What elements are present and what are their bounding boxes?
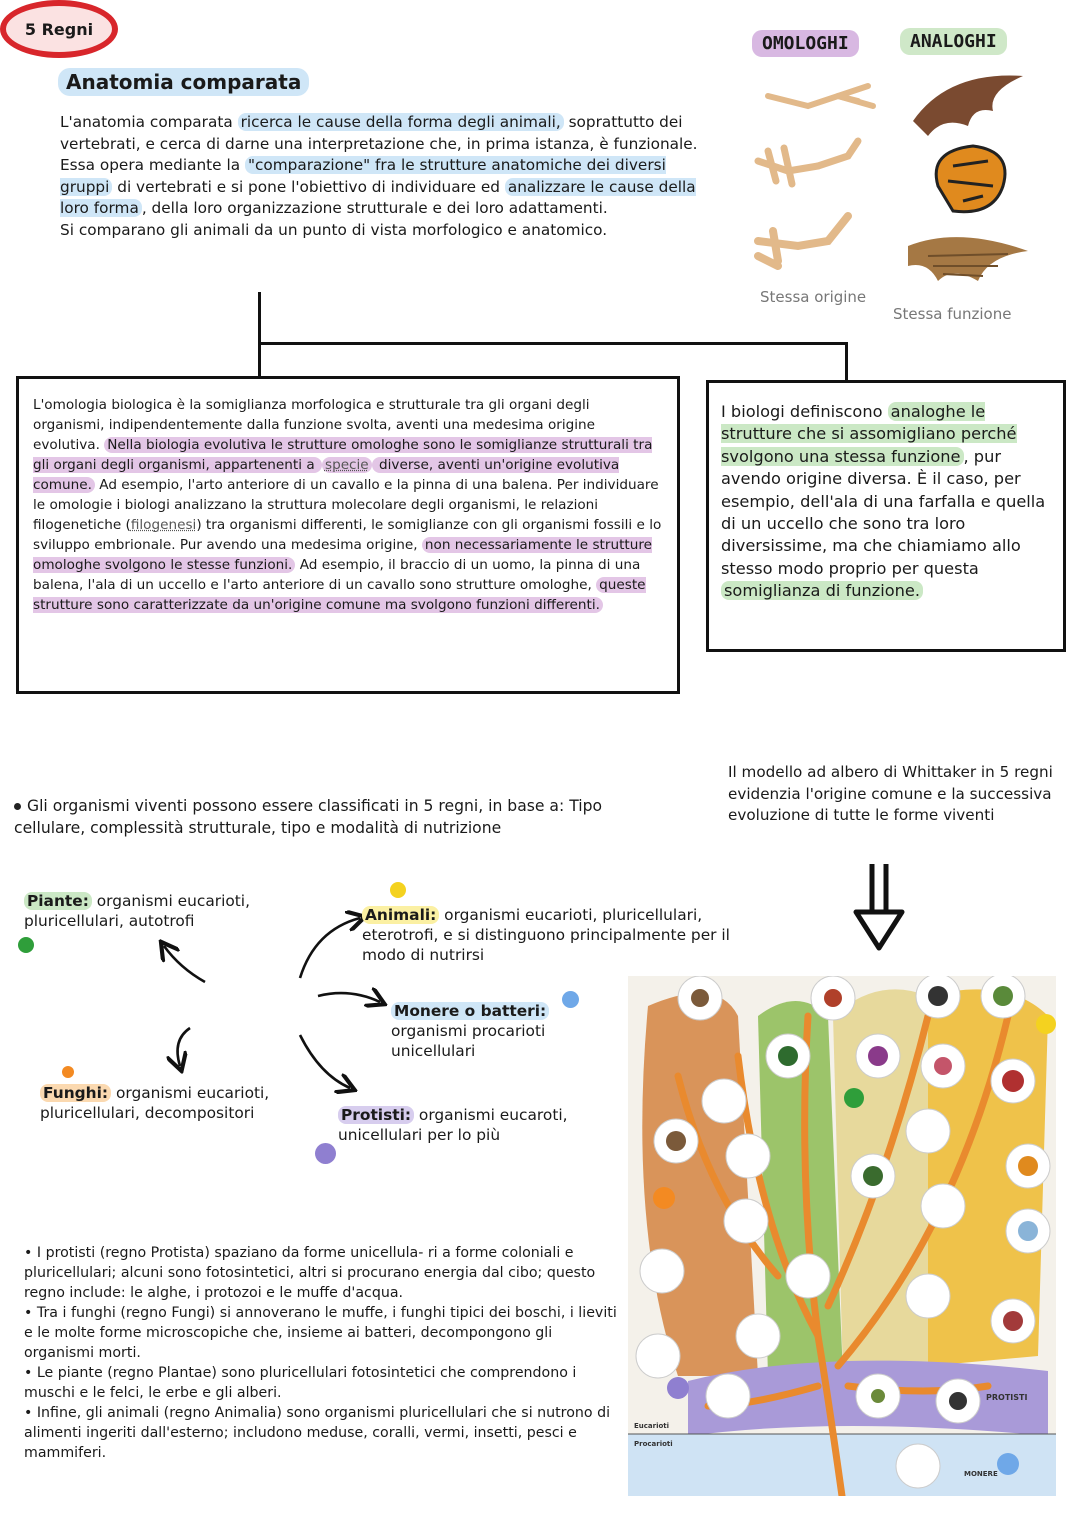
eucarioti-tree-label: Eucarioti [634,1422,669,1430]
human-arm-bones-icon [754,212,852,270]
list-item: • Infine, gli animali (regno Animalia) s… [24,1405,611,1461]
organism-icons [666,986,1038,1410]
monere-text: organismi procarioti unicellulari [391,1022,546,1060]
regni-intro: Gli organismi viventi possono essere cla… [14,796,654,839]
list-item: • Le piante (regno Plantae) sono plurice… [24,1365,577,1401]
arrow-piante [164,946,206,984]
funghi-label: Funghi: [40,1084,112,1102]
yellow-dot-icon [390,882,406,898]
purple-dot-icon [667,1377,689,1399]
list-item: • I protisti (regno Protista) spaziano d… [24,1245,596,1301]
orange-dot-icon [653,1187,675,1209]
intro-text: L'anatomia comparata [60,113,238,131]
procarioti-tree-label: Procarioti [634,1440,673,1448]
node-animali: Animali: organismi eucarioti, pluricellu… [362,905,752,965]
animali-label: Animali: [362,906,440,924]
bat-wing-icon [913,75,1023,136]
omologia-text: L'omologia biologica è la somiglianza mo… [33,397,596,453]
protisti-text: organismi eucaroti, unicellulari per lo … [338,1106,568,1144]
protisti-label: Protisti: [338,1106,415,1124]
center-node-5-regni: 5 Regni [0,0,118,58]
intro-text: Si comparano gli animali da un punto di … [60,220,608,239]
yellow-dot-icon [1036,1014,1056,1034]
limb-illustrations [754,75,1028,281]
monere-label: Monere o batteri: [391,1002,550,1020]
intro-text: Essa opera mediante la [60,156,245,175]
connector-line [258,342,848,345]
protisti-tree-label: PROTISTI [986,1393,1027,1402]
node-protisti: Protisti: organismi eucaroti, unicellula… [338,1105,618,1145]
bird-wing-bones-icon [765,83,876,110]
blue-dot-icon [562,991,579,1008]
filogenesi-link[interactable]: filogenesi [130,517,197,533]
omologia-box: L'omologia biologica è la somiglianza mo… [16,376,680,694]
node-funghi: Funghi: organismi eucarioti, pluricellul… [40,1083,310,1123]
arrow-animali [298,918,360,979]
analogia-text: , pur avendo origine diversa. È il caso,… [721,446,1046,578]
down-arrow-icon [853,864,905,951]
stessa-origine-caption: Stessa origine [760,288,867,306]
piante-text: organismi eucarioti, pluricellulari, aut… [24,892,250,930]
analoghi-tag: ANALOGHI [900,28,1007,55]
arrow-monere [317,993,380,1002]
connector-line [845,342,848,382]
arrow-protisti [298,1034,350,1088]
stessa-funzione-caption: Stessa funzione [893,305,1012,323]
mindmap-arrows [150,900,400,1100]
animali-text: organismi eucarioti, pluricellulari, ete… [362,906,730,964]
list-item: • Tra i funghi (regno Fungi) si annovera… [24,1305,617,1361]
horse-limb-bones-icon [754,137,862,188]
orange-dot-icon [62,1066,74,1078]
omologia-text: Ad esempio, l'arto anteriore di un caval… [33,477,659,533]
analogia-highlight: somiglianza di funzione. [721,581,924,601]
omologia-text: ) tra organismi differenti, le somiglian… [33,517,662,553]
monere-tree-label: MONERE [964,1470,998,1478]
intro-text: soprattutto dei vertebrati, e cerca di d… [60,113,698,153]
page-title: Anatomia comparata [58,68,310,96]
regni-intro-text: Gli organismi viventi possono essere cla… [14,797,603,837]
specie-link[interactable]: specie [321,457,372,473]
intro-text: di vertebrati e si pone l'obiettivo di i… [112,177,505,196]
node-piante: Piante: organismi eucarioti, pluricellul… [24,891,314,931]
intro-paragraph: L'anatomia comparata ricerca le cause de… [60,112,710,242]
whittaker-caption: Il modello ad albero di Whittaker in 5 r… [728,763,1053,825]
bird-wing-icon [908,237,1028,281]
regni-bullet-list: • I protisti (regno Protista) spaziano d… [24,1243,624,1463]
green-dot-icon [844,1088,864,1108]
analogia-text: I biologi definiscono [721,402,888,421]
piante-label: Piante: [24,892,92,910]
intro-highlight: ricerca le cause della forma degli anima… [237,113,564,131]
blue-dot-icon [997,1453,1019,1475]
omologhi-tag: OMOLOGHI [752,30,859,57]
intro-text: , della loro organizzazione strutturale … [141,199,608,218]
whittaker-tree-diagram: PROTISTI Eucarioti Procarioti MONERE [628,976,1056,1496]
funghi-text: organismi eucarioti, pluricellulari, dec… [40,1084,270,1122]
omologia-text: Ad esempio, il braccio di un uomo, la pi… [33,557,641,593]
connector-line [258,292,261,378]
green-dot-icon [18,937,34,953]
analogia-box: I biologi definiscono analoghe le strutt… [706,380,1066,652]
butterfly-wing-icon [934,144,1007,214]
bullet-icon [14,803,21,810]
arrow-funghi [178,1026,191,1066]
purple-dot-icon [315,1143,336,1164]
node-monere: Monere o batteri: organismi procarioti u… [391,1001,591,1061]
